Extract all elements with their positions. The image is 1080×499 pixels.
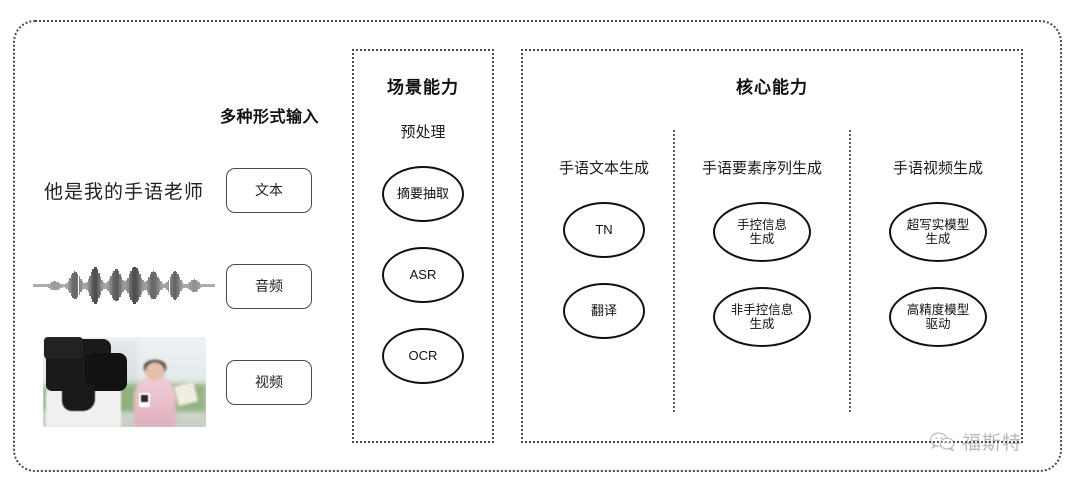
core-column-divider-1 xyxy=(673,130,675,412)
node-hyperrealistic-model-generation[interactable]: 超写实模型生成 xyxy=(889,202,987,262)
audio-waveform-slot xyxy=(30,258,218,314)
node-manual-info-generation[interactable]: 手控信息生成 xyxy=(713,202,811,262)
node-high-precision-model-driving[interactable]: 高精度模型驱动 xyxy=(889,287,987,347)
scene-column-preprocess: 预处理 摘要抽取 ASR OCR xyxy=(354,125,492,384)
node-label: OCR xyxy=(408,347,438,363)
node-tn[interactable]: TN xyxy=(563,202,645,258)
scene-column-label: 预处理 xyxy=(400,124,446,141)
node-label: TN xyxy=(595,221,613,237)
input-row-video: 视频 xyxy=(30,337,330,427)
core-column-sign-text-generation: 手语文本生成 TN 翻译 xyxy=(535,161,673,339)
node-label: 超写实模型生成 xyxy=(906,217,970,246)
core-panel-title: 核心能力 xyxy=(736,78,808,97)
text-sample: 他是我的手语老师 xyxy=(43,181,204,203)
core-column-3-node-stack: 超写实模型生成 高精度模型驱动 xyxy=(853,202,1023,347)
input-section-heading: 多种形式输入 xyxy=(220,109,320,126)
input-row-text: 他是我的手语老师 文本 xyxy=(30,145,330,235)
node-translation[interactable]: 翻译 xyxy=(563,283,645,339)
core-column-2-node-stack: 手控信息生成 非手控信息生成 xyxy=(675,202,849,347)
audio-waveform-icon xyxy=(33,258,215,314)
scene-node-stack: 摘要抽取 ASR OCR xyxy=(354,166,492,384)
core-column-divider-2 xyxy=(849,130,851,412)
node-label: 高精度模型驱动 xyxy=(906,302,970,331)
node-non-manual-info-generation[interactable]: 非手控信息生成 xyxy=(713,287,811,347)
input-button-audio[interactable]: 音频 xyxy=(226,263,312,309)
node-label: 摘要抽取 xyxy=(396,185,449,201)
core-column-1-label: 手语文本生成 xyxy=(558,160,649,177)
wechat-icon xyxy=(930,431,956,453)
core-column-sign-video-generation: 手语视频生成 超写实模型生成 高精度模型驱动 xyxy=(853,161,1023,347)
watermark-text: 福斯特 xyxy=(962,433,1023,454)
video-thumbnail-slot xyxy=(30,337,218,427)
input-section: 多种形式输入 他是我的手语老师 文本 音频 xyxy=(30,95,330,427)
core-column-3-label: 手语视频生成 xyxy=(892,160,983,177)
node-label: 翻译 xyxy=(590,302,617,318)
text-sample-slot: 他是我的手语老师 xyxy=(30,177,218,204)
node-ocr[interactable]: OCR xyxy=(382,328,464,384)
scene-capability-panel: 场景能力 预处理 摘要抽取 ASR OCR xyxy=(352,49,494,443)
node-asr[interactable]: ASR xyxy=(382,247,464,303)
input-row-audio: 音频 xyxy=(30,241,330,331)
core-column-1-node-stack: TN 翻译 xyxy=(535,202,673,339)
input-button-video[interactable]: 视频 xyxy=(226,359,312,405)
outer-frame xyxy=(13,20,1062,472)
node-label: 非手控信息生成 xyxy=(730,302,794,331)
video-thumbnail-image xyxy=(42,337,206,427)
core-column-sign-element-sequence-generation: 手语要素序列生成 手控信息生成 非手控信息生成 xyxy=(675,161,849,347)
core-column-2-label: 手语要素序列生成 xyxy=(701,160,822,177)
node-label: 手控信息生成 xyxy=(736,217,787,246)
input-button-text[interactable]: 文本 xyxy=(226,167,312,213)
watermark: 福斯特 xyxy=(930,428,1022,455)
node-abstract-extraction[interactable]: 摘要抽取 xyxy=(382,166,464,222)
node-label: ASR xyxy=(409,266,437,282)
scene-panel-title: 场景能力 xyxy=(387,78,459,97)
core-capability-panel: 核心能力 手语文本生成 TN 翻译 手语要素序列生成 手控信息生成 xyxy=(521,49,1023,443)
